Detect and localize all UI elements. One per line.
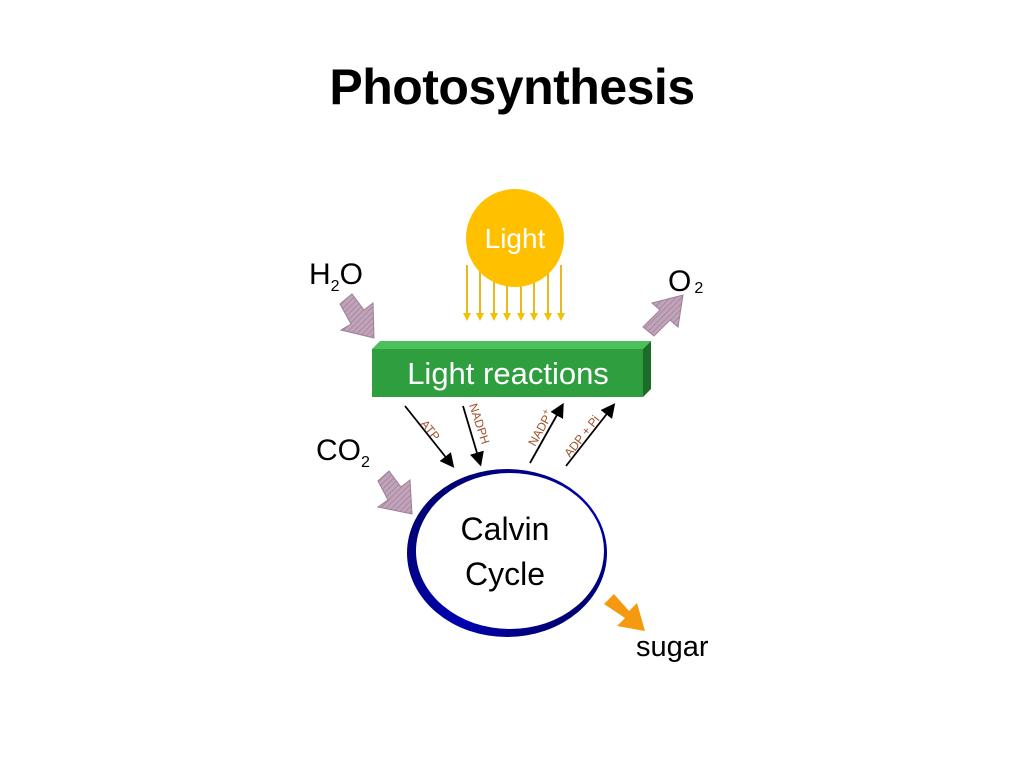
calvin-cycle-label-line1: Calvin [461, 511, 550, 547]
sun-icon [466, 189, 564, 287]
atp-arrow [404, 405, 455, 468]
oxygen-arrow [642, 294, 684, 337]
calvin-cycle-label-line2: Cycle [465, 556, 545, 592]
water-arrow [339, 293, 375, 339]
light-reactions-box: Light reactions [372, 341, 651, 397]
sugar-arrow [604, 594, 645, 631]
slide-title: Photosynthesis [329, 59, 695, 115]
water-label: H2O [309, 258, 363, 295]
carbon-dioxide-input: CO2 [316, 434, 413, 515]
adp-pi-arrow [565, 403, 616, 467]
sugar-output: sugar [604, 594, 709, 663]
nadph-label: NADPH [466, 402, 492, 446]
nadph-arrow [462, 405, 484, 467]
water-input: H2O [309, 258, 375, 339]
light-source: Light [463, 189, 565, 321]
nadp-arrow [529, 402, 564, 464]
calvin-cycle: Calvin Cycle [407, 469, 607, 637]
carbon-dioxide-arrow [376, 470, 413, 515]
light-reactions-label: Light reactions [407, 356, 609, 391]
carbon-dioxide-label: CO2 [316, 434, 370, 471]
adp-pi-label: ADP + Pi [561, 413, 602, 460]
light-ray-arrowheads [463, 313, 565, 321]
atp-label: ATP [418, 417, 443, 443]
sugar-label: sugar [636, 631, 709, 663]
sun-label: Light [485, 223, 546, 254]
energy-transfer-arrows: ATP NADPH NADP+ ADP + Pi [404, 402, 616, 468]
nadp-label: NADP+ [524, 407, 557, 449]
